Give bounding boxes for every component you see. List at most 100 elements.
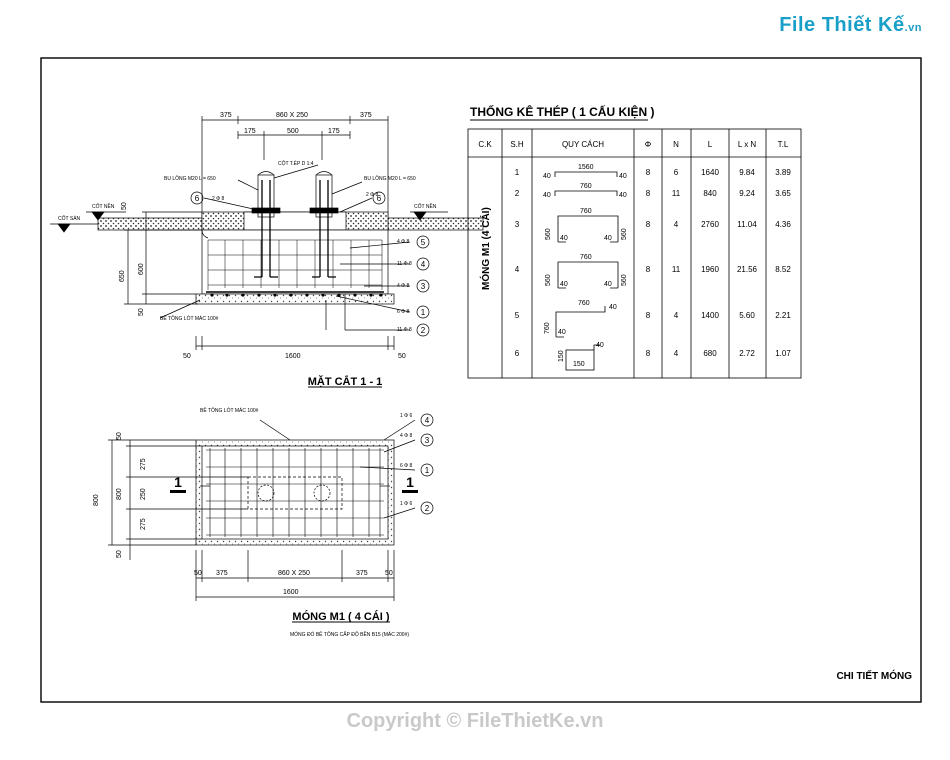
- shape-dim-side_l: 760: [544, 322, 551, 334]
- shape-dim-top: 1560: [578, 164, 594, 171]
- plan-dim-left-2: 275: [140, 458, 147, 470]
- callout-4: 4: [421, 260, 426, 269]
- plan-dim-bottom-2: 375: [216, 570, 228, 577]
- shape-dim-foot_l: 40: [560, 235, 568, 242]
- section-mark-right: 1: [406, 474, 414, 490]
- sec-dim-bottom-1: 50: [183, 353, 191, 360]
- label-be-tong-lot: BÊ TÔNG LÓT MÁC 100#: [160, 314, 219, 322]
- callout-3: 3: [421, 282, 426, 291]
- shape-dim-end: 40: [609, 304, 617, 311]
- plan-dim-left-1: 50: [116, 432, 123, 440]
- table-cell-tl: 2.21: [775, 311, 791, 320]
- watermark: Copyright © FileThietKe.vn: [346, 710, 604, 732]
- table-cell-tl: 8.52: [775, 265, 791, 274]
- table-cell-l: 840: [703, 189, 717, 198]
- shape-dim-foot_l: 40: [558, 329, 566, 336]
- table-cell-n: 11: [672, 265, 681, 274]
- plan-dim-left-6: 50: [116, 550, 123, 558]
- table-cell-tl: 3.89: [775, 168, 791, 177]
- shape-dim-h: 150: [558, 350, 565, 362]
- table-cell-n: 11: [672, 189, 681, 198]
- th-quy-cach: QUY CÁCH: [562, 140, 604, 149]
- sec-dim-left-3: 600: [138, 263, 145, 275]
- table-group-label: MÓNG M1 (4 CÁI): [479, 207, 492, 290]
- shape-dim-side_r: 560: [621, 274, 628, 286]
- shape-dim-w: 150: [573, 361, 585, 368]
- label-r1: 6 Φ 8: [397, 309, 410, 315]
- callout-6-right: 6: [377, 194, 382, 203]
- table-cell-l: 1640: [701, 168, 719, 177]
- table-title: THỐNG KÊ THÉP ( 1 CẤU KIỆN ): [470, 104, 654, 119]
- shape-dim-side_l: 560: [545, 274, 552, 286]
- shape-dim-top: 760: [578, 300, 590, 307]
- table-cell-n: 6: [674, 168, 679, 177]
- table-cell-n: 4: [674, 311, 679, 320]
- plan-dim-left-3: 800: [116, 488, 123, 500]
- sec-dim-bottom-3: 50: [398, 353, 406, 360]
- plan-title: MÓNG M1 ( 4 CÁI ): [292, 610, 390, 623]
- table-cell-n: 4: [674, 220, 679, 229]
- title-block-label: CHI TIẾT MÓNG: [836, 669, 912, 682]
- plan-dim-total: 1600: [283, 589, 299, 596]
- shape-dim-right: 40: [619, 192, 627, 199]
- sec-dim-top2-3: 175: [328, 128, 340, 135]
- shape-dim-end: 40: [596, 342, 604, 349]
- plan-dim-bottom-5: 50: [385, 570, 393, 577]
- plan-dim-bottom-3: 860 X 250: [278, 570, 310, 577]
- plan-label-be-tong-lot: BÊ TÔNG LÓT MÁC 100#: [200, 406, 259, 414]
- label-r4: 11 Φ 8: [397, 261, 412, 267]
- label-cot-nen-left: CỐT NỀN: [92, 203, 115, 210]
- callout-6-left: 6: [195, 194, 200, 203]
- label-r3: 4 Φ 8: [397, 283, 410, 289]
- table-cell-sh: 3: [515, 220, 520, 229]
- plan-label-r1: 6 Φ 8: [400, 463, 413, 469]
- shape-dim-left: 40: [543, 192, 551, 199]
- shape-dim-top: 760: [580, 183, 592, 190]
- plan-dim-left-4: 250: [140, 488, 147, 500]
- plan-dim-bottom-4: 375: [356, 570, 368, 577]
- sec-dim-bottom-2: 1600: [285, 353, 301, 360]
- table-cell-lxn: 5.60: [739, 311, 755, 320]
- th-ck: C.K: [478, 140, 492, 149]
- table-cell-lxn: 21.56: [737, 265, 758, 274]
- plan-label-r2: 1 Φ 6: [400, 501, 413, 507]
- th-n: N: [673, 140, 679, 149]
- callout-5: 5: [421, 238, 426, 247]
- table-cell-lxn: 9.24: [739, 189, 755, 198]
- shape-dim-foot_l: 40: [560, 281, 568, 288]
- plan-subtitle: MÓNG ĐỔ BÊ TÔNG CẤP ĐỘ BỀN B15 (MÁC 200#…: [290, 630, 409, 638]
- plan-view: [108, 413, 434, 623]
- sec-dim-left-2: 650: [119, 270, 126, 282]
- plan-label-r4: 1 Φ 6: [400, 413, 413, 419]
- shape-dim-top: 760: [580, 254, 592, 261]
- table-cell-l: 1960: [701, 265, 719, 274]
- label-r5: 4 Φ 8: [397, 239, 410, 245]
- label-cot-thep: CỘT T.ÉP D 1:4: [278, 160, 314, 167]
- th-sh: S.H: [510, 140, 524, 149]
- shape-dim-side_r: 560: [621, 228, 628, 240]
- table-cell-n: 4: [674, 349, 679, 358]
- table-cell-sh: 2: [515, 189, 520, 198]
- label-phi-left: 2 Φ 8: [212, 196, 225, 202]
- logo-domain: .vn: [904, 22, 922, 34]
- table-cell-tl: 1.07: [775, 349, 791, 358]
- plan-dim-bottom-1: 50: [194, 570, 202, 577]
- table-cell-phi: 8: [646, 311, 651, 320]
- table-cell-sh: 5: [515, 311, 520, 320]
- logo-brand: File Thiết Kế: [779, 14, 905, 36]
- plan-callout-1: 1: [425, 466, 430, 475]
- label-bulong-left: BU LÔNG M20 L = 650: [164, 175, 216, 182]
- table-cell-phi: 8: [646, 189, 651, 198]
- label-cot-nen-right: CỐT NỀN: [414, 203, 437, 210]
- plan-dim-left-5: 275: [140, 518, 147, 530]
- sec-dim-left-1: 50: [121, 202, 128, 210]
- sec-dim-left-4: 50: [138, 308, 145, 316]
- sec-dim-top-3: 375: [360, 112, 372, 119]
- table-cell-tl: 3.65: [775, 189, 791, 198]
- th-tl: T.L: [778, 140, 789, 149]
- label-r2: 11 Φ 8: [397, 327, 412, 333]
- label-bulong-right: BU LÔNG M20 L = 650: [364, 175, 416, 182]
- table-cell-lxn: 11.04: [737, 220, 757, 229]
